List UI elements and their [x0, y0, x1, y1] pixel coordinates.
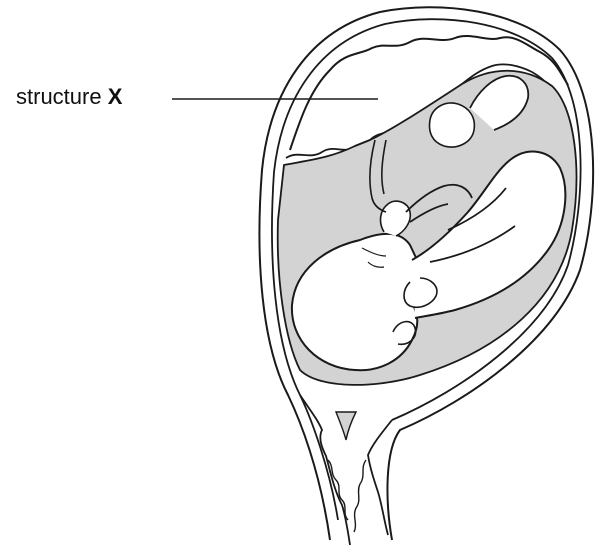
- structure-label-prefix: structure: [16, 84, 102, 109]
- structure-label-letter: X: [108, 84, 123, 109]
- fetus-foot: [430, 103, 475, 147]
- structure-x-label: structure X: [16, 84, 122, 110]
- cervical-plug: [336, 412, 356, 440]
